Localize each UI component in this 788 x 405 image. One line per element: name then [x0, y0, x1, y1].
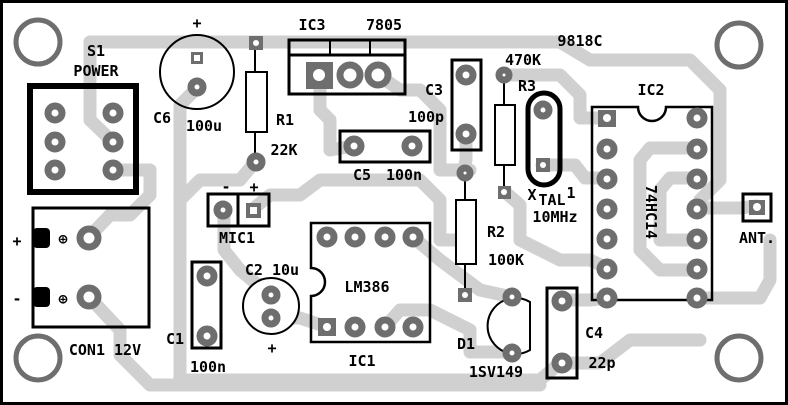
- xtal-ref-num: 1: [566, 184, 575, 202]
- antenna-terminal: ANT.: [739, 192, 775, 247]
- ic1-value: LM386: [344, 278, 389, 296]
- c5-value: 100n: [386, 166, 422, 184]
- s1-ref: S1: [87, 42, 105, 60]
- r2-ref: R2: [487, 223, 505, 241]
- capacitor-c5: C5 100n: [338, 129, 432, 184]
- r1-ref: R1: [276, 111, 294, 129]
- r3-ref: R3: [518, 77, 536, 95]
- c3-ref: C3: [425, 81, 443, 99]
- capacitor-c4: C4 22p: [545, 286, 616, 380]
- resistor-r2: R2 100K: [455, 164, 524, 302]
- capacitor-c2: C2 10u +: [242, 261, 300, 357]
- regulator-ic3: IC3 7805: [287, 16, 407, 96]
- ic2-value: 74HC14: [642, 185, 660, 239]
- screw-icon: ⊕: [58, 230, 67, 248]
- s1-value: POWER: [73, 62, 119, 80]
- screw-icon: ⊕: [58, 290, 67, 308]
- board-code: 9818C: [557, 32, 602, 50]
- capacitor-c6: + C6 100u: [153, 14, 235, 135]
- crystal-x1: X TAL 1 10MHz: [525, 90, 578, 226]
- ic1-ref: IC1: [348, 352, 375, 370]
- c6-value: 100u: [186, 117, 222, 135]
- d1-value: 1SV149: [469, 363, 523, 381]
- mic1-plus: +: [249, 178, 258, 196]
- ant-ref: ANT.: [739, 229, 775, 247]
- xtal-value: 10MHz: [532, 208, 577, 226]
- con1-ref: CON1 12V: [69, 341, 141, 359]
- c6-ref: C6: [153, 109, 171, 127]
- resistor-r3: 470K R3: [494, 51, 541, 199]
- connector-con1: ⊕ ⊕ + - CON1 12V: [12, 206, 151, 359]
- r2-value: 100K: [488, 251, 524, 269]
- ic2-74hc14: IC2 74HC14: [590, 81, 714, 309]
- microphone-mic1: - + MIC1: [206, 178, 271, 247]
- c6-polarity: +: [192, 14, 201, 32]
- diode-d1: D1 1SV149: [457, 287, 531, 381]
- d1-ref: D1: [457, 335, 475, 353]
- ic2-ref: IC2: [637, 81, 664, 99]
- mounting-hole: [13, 17, 63, 67]
- c5-ref: C5: [353, 166, 371, 184]
- con1-plus: +: [12, 232, 21, 250]
- c2-ref: C2 10u: [245, 261, 299, 279]
- resistor-r1: R1 22K: [245, 36, 298, 172]
- r3-value: 470K: [505, 51, 541, 69]
- c3-value: 100p: [408, 108, 444, 126]
- con1-minus: -: [12, 290, 21, 308]
- xtal-ref-x: X: [527, 186, 536, 204]
- xtal-ref-tal: TAL: [538, 191, 565, 209]
- capacitor-c3: C3 100p: [408, 58, 483, 152]
- mic1-minus: -: [221, 178, 230, 196]
- mounting-hole: [714, 20, 764, 70]
- c4-ref: C4: [585, 324, 603, 342]
- ic3-ref: IC3: [298, 16, 325, 34]
- mounting-hole: [714, 333, 764, 383]
- c4-value: 22p: [588, 354, 615, 372]
- c1-value: 100n: [190, 358, 226, 376]
- capacitor-c1: C1 100n: [166, 260, 226, 376]
- c1-ref: C1: [166, 330, 184, 348]
- mic1-ref: MIC1: [219, 229, 255, 247]
- c2-polarity: +: [267, 339, 276, 357]
- r1-value: 22K: [270, 141, 297, 159]
- ic1-lm386: LM386 IC1: [309, 221, 432, 370]
- switch-s1: S1 POWER: [27, 42, 139, 195]
- mounting-hole: [13, 333, 63, 383]
- mounting-holes: [13, 17, 764, 383]
- ic3-value: 7805: [366, 16, 402, 34]
